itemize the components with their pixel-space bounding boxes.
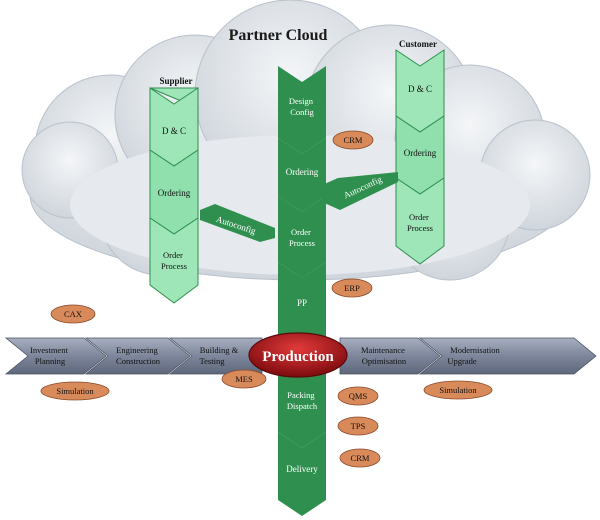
phase-arrow [168,337,263,375]
center-step-ordering [278,138,326,212]
qms-oval [337,386,379,406]
system-label: TPS [351,421,366,431]
phase-arrow [339,337,441,375]
center-column [278,66,326,516]
phase-arrow [4,337,107,375]
center-step-label: Ordering [286,167,319,177]
investment-word: Investment [30,345,68,355]
erp-oval [331,278,373,298]
supplier-column [149,87,200,304]
system-label: Simulation [56,386,94,396]
phase-label: Modernisation Upgrade [447,345,501,366]
system-label: QMS [349,391,368,401]
production-hub [248,332,348,378]
supplier-order-word: Order [163,250,183,260]
customer-column [395,49,445,265]
center-step-label: Delivery [286,464,318,474]
phase-arrow [84,337,191,375]
engineering-word: Engineering [116,345,158,355]
system-label: CRM [344,135,363,145]
center-step-packing-dispatch [278,368,326,448]
simulation-right-oval [423,380,493,400]
center-step-order-process [278,196,326,278]
center-step-label: Design Config [289,96,315,117]
simulation-left-oval [40,381,110,401]
center-step-label: PP [297,298,307,308]
center-step-label: Order Process [289,227,315,248]
center-step-delivery [278,432,326,516]
crm-top-oval [332,130,374,150]
cloud-title: Partner Cloud [229,27,328,44]
cax-oval [50,304,96,324]
autoconfig-right-arrow [322,172,398,210]
supplier-step-label: Order Process [161,250,187,271]
phase-label: Maintenance Optimisation [361,345,407,366]
customer-step-label: D & C [408,84,432,94]
phase-label: Building & Testing [200,345,241,366]
supplier-title: Supplier [159,76,192,86]
tps-oval [337,416,379,436]
center-step-pp [278,262,326,342]
modernisation-word: Modernisation [450,345,500,355]
upgrade-word: Upgrade [447,356,476,366]
optimisation-word: Optimisation [362,356,407,366]
center-step-design-config [278,66,326,154]
mes-oval [221,369,267,389]
customer-order-word: Order [409,212,429,222]
planning-word: Planning [35,356,66,366]
design-word: Design [289,96,314,106]
packing-word: Packing [287,390,315,400]
system-label: Simulation [439,385,477,395]
center-step-label: Packing Dispatch [287,390,318,411]
system-label: CAX [64,309,82,319]
customer-step-label: Ordering [404,148,437,158]
system-label: MES [235,374,253,384]
supplier-step-label: D & C [162,126,186,136]
customer-step-label: Order Process [407,212,433,233]
config-word: Config [290,107,314,117]
system-label: ERP [344,283,360,293]
building-word: Building & [200,345,239,355]
lifecycle-band [4,337,597,375]
center-order-word: Order [291,227,311,237]
phase-label: Engineering Construction [116,345,161,366]
maintenance-word: Maintenance [361,345,405,355]
supplier-process-word: Process [161,261,187,271]
autoconfig-left-arrow [200,204,275,242]
production-label: Production [262,349,334,365]
dispatch-word: Dispatch [287,401,318,411]
crm-bottom-oval [339,448,381,468]
construction-word: Construction [116,356,161,366]
customer-step-order-process [395,177,445,265]
testing-word: Testing [200,356,226,366]
phase-label: Investment Planning [30,345,70,366]
supplier-step-order-process [149,217,199,304]
system-label: CRM [351,453,370,463]
system-ovals [40,130,493,468]
center-process-word: Process [289,238,315,248]
customer-process-word: Process [407,223,433,233]
phase-arrow [418,337,597,375]
customer-title: Customer [399,39,437,49]
supplier-step-label: Ordering [158,188,191,198]
